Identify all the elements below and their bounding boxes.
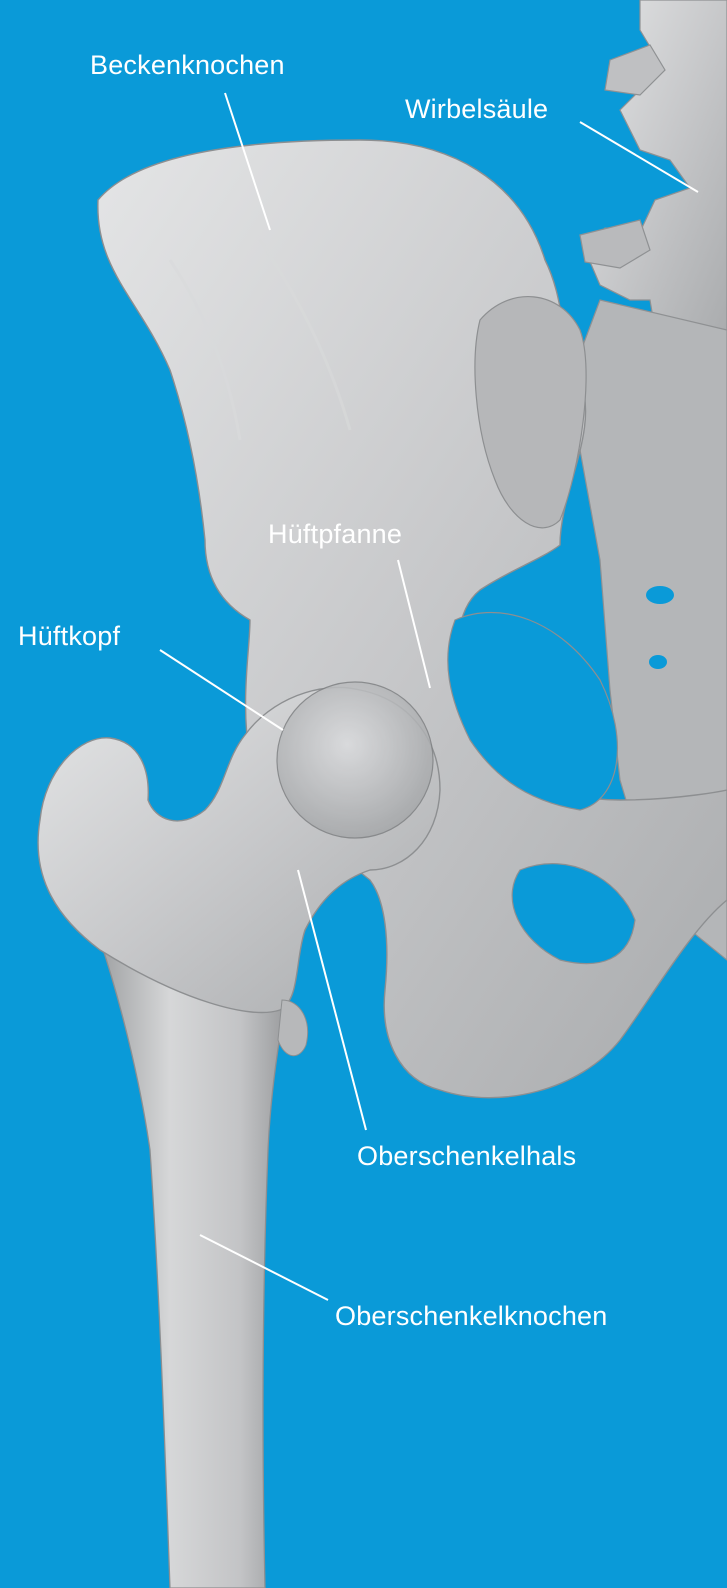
label-femoral-head: Hüftkopf: [18, 623, 120, 650]
label-acetabulum: Hüftpfanne: [268, 521, 402, 548]
label-femoral-neck: Oberschenkelhals: [357, 1143, 576, 1170]
label-pelvis: Beckenknochen: [90, 52, 285, 79]
leader-line-femoral-neck: [298, 870, 366, 1130]
label-spine: Wirbelsäule: [405, 96, 548, 123]
label-femur: Oberschenkelknochen: [335, 1303, 607, 1330]
femur-shape: [38, 682, 440, 1588]
